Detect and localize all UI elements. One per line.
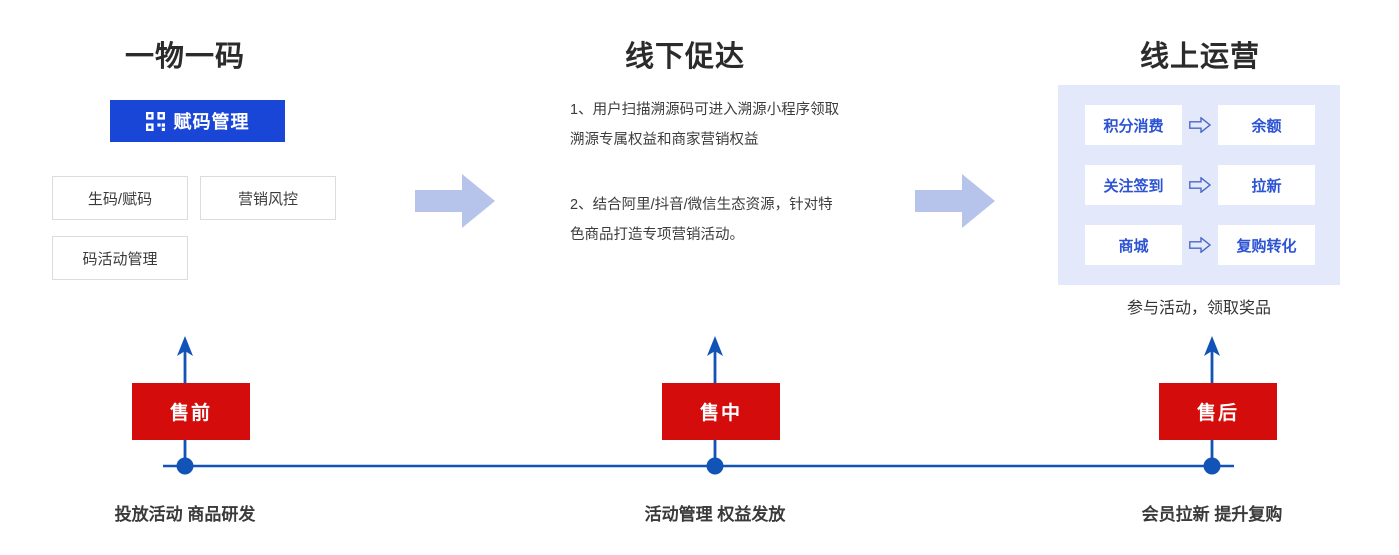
timeline-caption-3: 会员拉新 提升复购	[1141, 505, 1283, 524]
stage-box-2: 售中	[662, 383, 780, 440]
stage-arrow-1-icon	[415, 174, 495, 228]
operation-row-1-arrow	[1182, 105, 1218, 145]
timeline-caption-1: 投放活动 商品研发	[114, 505, 256, 524]
operation-row-1-source-label: 积分消费	[1103, 117, 1164, 135]
stage-box-3: 售后	[1159, 383, 1277, 440]
arrow-right-outline-icon	[1189, 237, 1211, 253]
operation-row-2: 关注签到 拉新	[1085, 165, 1315, 205]
operation-row-3-source-label: 商城	[1118, 237, 1149, 255]
operation-row-3-arrow	[1182, 225, 1218, 265]
code-management-button[interactable]: 赋码管理	[110, 100, 285, 142]
left-box-3-label: 码活动管理	[82, 250, 158, 268]
arrow-right-outline-icon	[1189, 117, 1211, 133]
operation-row-1-source[interactable]: 积分消费	[1085, 105, 1182, 145]
middle-paragraph-2: 2、结合阿里/抖音/微信生态资源，针对特色商品打造专项营销活动。	[570, 197, 833, 243]
operation-row-1-target-label: 余额	[1251, 117, 1282, 135]
stage-box-2-label: 售中	[699, 403, 742, 424]
arrow-right-outline-icon	[1189, 177, 1211, 193]
stage-box-3-label: 售后	[1196, 403, 1239, 424]
column-title-1: 一物一码	[124, 41, 246, 73]
stage-box-1-label: 售前	[169, 403, 212, 424]
operation-row-2-target-label: 拉新	[1251, 177, 1282, 195]
qr-code-icon	[145, 111, 165, 131]
left-box-1-label: 生码/赋码	[87, 190, 153, 208]
timeline-caption-2: 活动管理 权益发放	[644, 505, 786, 524]
column-title-3: 线上运营	[1139, 41, 1261, 73]
online-operation-caption: 参与活动，领取奖品	[1126, 300, 1272, 317]
operation-row-3-target[interactable]: 复购转化	[1218, 225, 1315, 265]
operation-row-3-source[interactable]: 商城	[1085, 225, 1182, 265]
left-box-3[interactable]: 码活动管理	[52, 236, 188, 280]
timeline-node-3	[1203, 457, 1221, 475]
column-title-2: 线下促达	[624, 41, 746, 73]
left-box-2[interactable]: 营销风控	[200, 176, 336, 220]
online-operation-panel: 积分消费 余额 关注签到 拉新	[1058, 85, 1340, 285]
operation-row-1-target[interactable]: 余额	[1218, 105, 1315, 145]
operation-row-2-target[interactable]: 拉新	[1218, 165, 1315, 205]
operation-row-1: 积分消费 余额	[1085, 105, 1315, 145]
left-box-1[interactable]: 生码/赋码	[52, 176, 188, 220]
code-management-button-label: 赋码管理	[173, 112, 250, 132]
timeline-node-2	[706, 457, 724, 475]
operation-row-3-target-label: 复购转化	[1236, 237, 1297, 255]
operation-row-3: 商城 复购转化	[1085, 225, 1315, 265]
stage-arrow-2-icon	[915, 174, 995, 228]
operation-row-2-source[interactable]: 关注签到	[1085, 165, 1182, 205]
operation-row-2-source-label: 关注签到	[1103, 177, 1164, 195]
timeline-node-1	[176, 457, 194, 475]
middle-paragraph-1: 1、用户扫描溯源码可进入溯源小程序领取溯源专属权益和商家营销权益	[570, 102, 840, 148]
left-box-2-label: 营销风控	[237, 190, 298, 208]
stage-box-1: 售前	[132, 383, 250, 440]
operation-row-2-arrow	[1182, 165, 1218, 205]
